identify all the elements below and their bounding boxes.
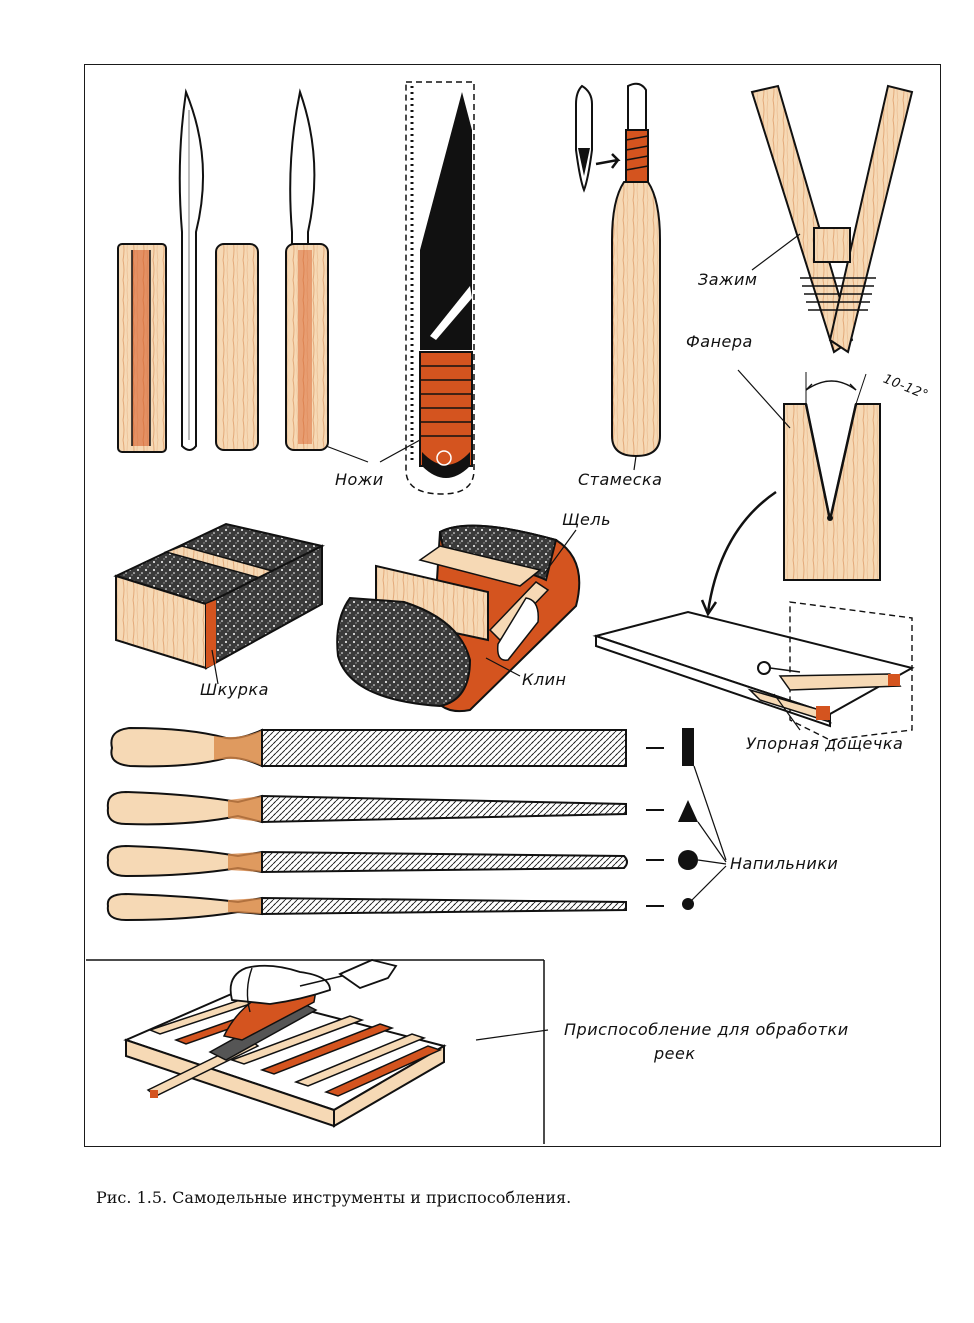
plywood-notch — [700, 369, 881, 617]
label-plywood: Фанера — [686, 332, 753, 351]
file-round — [106, 892, 694, 922]
file-triangular — [106, 790, 698, 826]
figure-caption: Рис. 1.5. Самодельные инструменты и прис… — [96, 1188, 572, 1207]
saw-blade-knife — [325, 81, 475, 495]
label-files: Напильники — [730, 854, 839, 873]
file-half-round — [106, 844, 698, 878]
rail-fixture — [123, 959, 549, 1128]
label-stop-board: Упорная дощечка — [746, 734, 904, 753]
label-wedge: Клин — [522, 670, 567, 689]
files-leaders — [691, 765, 727, 901]
label-sandpaper: Шкурка — [200, 680, 269, 699]
chisel-tip — [575, 84, 621, 193]
chisel — [611, 82, 661, 471]
sanding-holder — [336, 524, 581, 712]
figure-frame — [84, 64, 941, 1147]
knife-assembled — [285, 88, 329, 451]
label-rail-fixture-line1: Приспособление для обработки — [564, 1020, 849, 1039]
knife-blade — [178, 88, 205, 451]
file-flat — [110, 726, 694, 768]
stop-board — [592, 601, 915, 741]
label-chisel: Стамеска — [578, 470, 663, 489]
knife-handle-plain — [215, 243, 259, 451]
clamp — [750, 84, 914, 354]
knife-blank-handle — [117, 243, 167, 453]
label-rail-fixture-line2: реек — [654, 1044, 696, 1063]
label-clamp: Зажим — [698, 270, 758, 289]
label-slot: Щель — [562, 510, 611, 529]
label-knives: Ножи — [335, 470, 384, 489]
sandpaper-block — [113, 522, 325, 685]
